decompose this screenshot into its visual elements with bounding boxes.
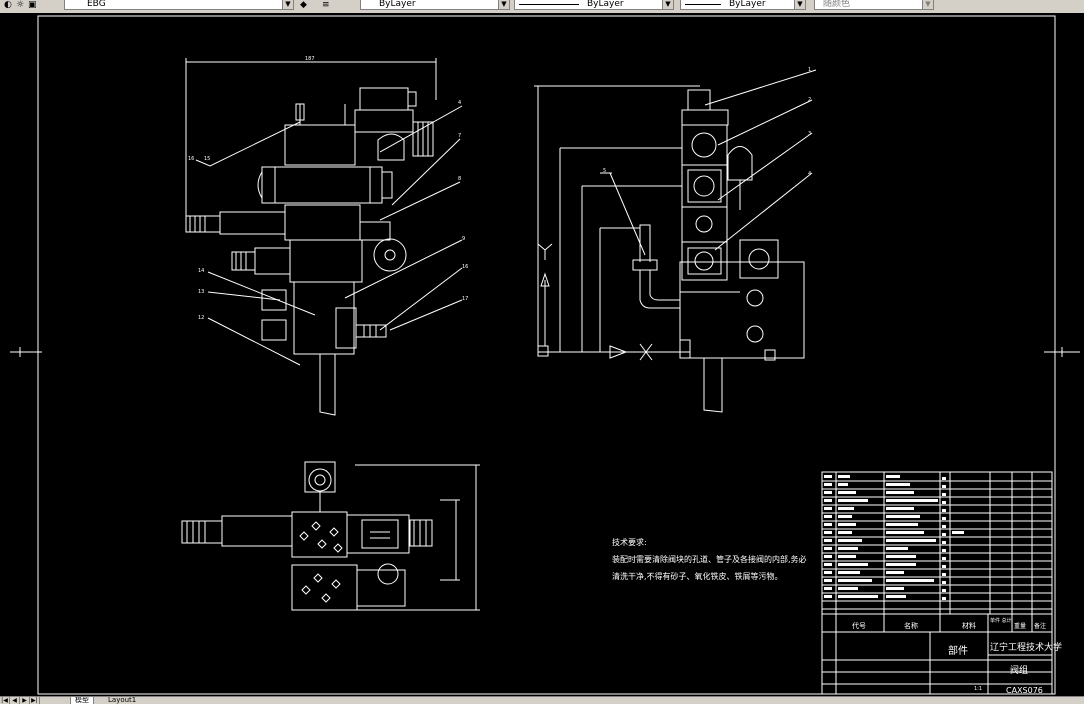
tech-req-title: 技术要求: (612, 537, 647, 547)
color-dropdown[interactable]: ByLayer ▼ (360, 0, 510, 10)
svg-text:7: 7 (458, 133, 461, 139)
layer-dropdown[interactable]: EBG ▼ (64, 0, 294, 10)
svg-text:5: 5 (603, 168, 606, 174)
bom-header-remark: 备注 (1034, 622, 1046, 630)
prev-tab-icon[interactable]: ◀ (10, 697, 20, 704)
front-dim-top: 187 (305, 56, 315, 62)
svg-text:2: 2 (808, 97, 811, 103)
title-scale: 1:1 (974, 686, 982, 692)
sheet-border (37, 15, 1056, 695)
bom-header-name: 名称 (904, 621, 918, 630)
layer-previous-icon[interactable]: ≡ (322, 0, 330, 10)
bom-header-weight: 重量 (1014, 622, 1026, 630)
color-value: ByLayer (379, 0, 416, 9)
bom-table (821, 471, 1053, 615)
first-tab-icon[interactable]: |◀ (0, 697, 10, 704)
svg-text:4: 4 (808, 171, 811, 177)
top-view (181, 461, 480, 611)
title-code: CAXS076 (1006, 686, 1043, 695)
svg-text:13: 13 (198, 289, 204, 295)
layer-state-icon[interactable]: ◐ (4, 0, 12, 10)
svg-text:14: 14 (198, 268, 204, 274)
linetype-sample (519, 4, 579, 5)
bom-text-marks (824, 475, 964, 600)
make-current-layer-icon[interactable]: ◆ (300, 0, 307, 10)
properties-toolbar: ◐ ☼ ▣ EBG ▼ ◆ ≡ ByLayer ▼ ByLayer ▼ ByLa… (0, 0, 1084, 14)
bom-header-code: 代号 (852, 621, 866, 630)
tab-layout1[interactable]: Layout1 (108, 696, 137, 704)
svg-text:15: 15 (204, 156, 210, 162)
svg-text:4: 4 (458, 100, 461, 106)
layout-tabbar: |◀ ◀ ▶ ▶| 模型 Layout1 (0, 696, 1084, 704)
svg-text:9: 9 (462, 236, 465, 242)
bom-header-qty: 单件 总计 (990, 617, 1012, 624)
tech-req-line2: 清洗干净,不得有砂子、氧化铁皮、铁屑等污物。 (612, 571, 783, 581)
title-block (821, 613, 1053, 695)
linetype-value: ByLayer (587, 0, 624, 9)
side-view (534, 69, 817, 413)
svg-text:12: 12 (198, 315, 204, 321)
lineweight-value: ByLayer (729, 0, 766, 9)
linetype-dropdown[interactable]: ByLayer ▼ (514, 0, 674, 10)
front-view (185, 58, 463, 416)
title-name: 阀组 (1010, 664, 1028, 676)
svg-text:1: 1 (808, 67, 811, 73)
top-view-holes (299, 521, 390, 603)
svg-text:16: 16 (462, 264, 468, 270)
lock-icon[interactable]: ▣ (28, 0, 37, 10)
svg-text:8: 8 (458, 176, 461, 182)
title-school: 辽宁工程技术大学 (990, 641, 1062, 653)
plotstyle-dropdown[interactable]: 随颜色 ▼ (814, 0, 934, 10)
tab-model[interactable]: 模型 (70, 697, 94, 704)
chevron-down-icon: ▼ (922, 0, 933, 9)
chevron-down-icon: ▼ (662, 0, 673, 9)
last-tab-icon[interactable]: ▶| (30, 697, 40, 704)
chevron-down-icon: ▼ (794, 0, 805, 9)
title-part: 部件 (948, 644, 968, 657)
svg-text:16: 16 (188, 156, 194, 162)
chevron-down-icon: ▼ (498, 0, 509, 9)
chevron-down-icon: ▼ (282, 0, 293, 9)
plotstyle-value: 随颜色 (823, 0, 851, 9)
svg-text:3: 3 (808, 131, 811, 137)
next-tab-icon[interactable]: ▶ (20, 697, 30, 704)
tech-req-line1: 装配时需要清除阀块的孔道、管子及各接阀的内部,务必 (612, 554, 807, 564)
layer-value: EBG (87, 0, 106, 9)
freeze-icon[interactable]: ☼ (16, 0, 25, 10)
lineweight-dropdown[interactable]: ByLayer ▼ (680, 0, 806, 10)
lineweight-sample (685, 4, 721, 5)
svg-text:17: 17 (462, 296, 468, 302)
bom-header-material: 材料 (962, 621, 976, 630)
